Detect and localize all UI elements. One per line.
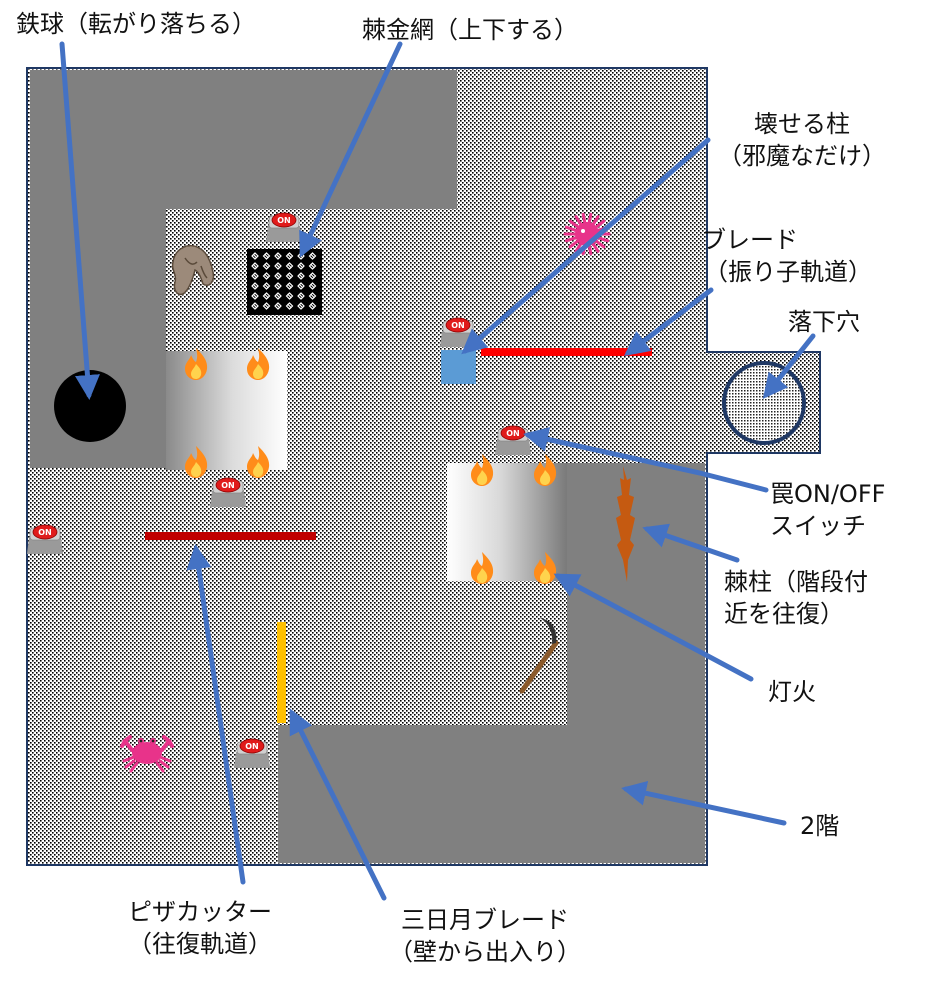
claw-icon: [171, 244, 215, 296]
label-iron-ball: 鉄球（転がり落ちる）: [16, 10, 256, 38]
arrow-torch: [553, 573, 754, 682]
second-floor-area: [278, 463, 705, 863]
on-switch-icon: ON: [209, 477, 247, 508]
scythe-icon: [519, 618, 559, 694]
svg-text:ON: ON: [277, 216, 291, 225]
arrow-spike-net: [299, 41, 403, 258]
arrow-switch: [523, 427, 769, 493]
pizza-cutter: [145, 532, 316, 540]
on-switch-icon: ON: [439, 317, 477, 348]
arrow-iron-ball: [59, 41, 100, 400]
breakable-pillar: [441, 350, 476, 384]
svg-text:ON: ON: [245, 742, 259, 751]
label-torch: 灯火: [768, 678, 816, 706]
label-second-floor: 2階: [800, 812, 840, 840]
pit: [722, 361, 806, 445]
second-floor-area: [30, 70, 457, 468]
on-switch-icon: ON: [233, 738, 271, 769]
arrow-blade: [624, 287, 714, 357]
pendulum-blade: [481, 348, 652, 356]
arrow-spike-pillar: [642, 523, 740, 563]
on-switch-icon: ON: [494, 425, 532, 456]
label-breakable-pillar: 壊せる柱 （邪魔なだけ）: [718, 110, 886, 170]
arrow-breakable-pillar: [461, 137, 711, 355]
svg-text:ON: ON: [38, 528, 52, 537]
label-crescent-blade: 三日月ブレード （壁から出入り）: [389, 906, 581, 966]
label-trap-switch: 罠ON/OFF スイッチ: [770, 480, 886, 540]
svg-text:ON: ON: [221, 481, 235, 490]
iron-ball: [54, 370, 126, 442]
label-pit: 落下穴: [788, 308, 860, 336]
spike-pillar: [616, 466, 635, 582]
svg-text:ON: ON: [506, 429, 520, 438]
svg-text:ON: ON: [451, 321, 465, 330]
crescent-blade: [277, 622, 286, 723]
arrow-pizza-cutter: [186, 544, 246, 885]
label-blade: ブレード （振り子軌道）: [702, 226, 872, 286]
on-switch-icon: ON: [26, 524, 64, 555]
arrow-pit: [762, 333, 816, 399]
on-switch-icon: ON: [265, 212, 303, 243]
label-spike-pillar: 棘柱（階段付 近を往復）: [724, 568, 868, 628]
spike-net: [247, 249, 322, 315]
arrow-crescent-blade: [289, 708, 387, 901]
arrow-second-floor: [621, 780, 787, 826]
label-spike-net: 棘金網（上下する）: [362, 16, 578, 44]
label-pizza-cutter: ピザカッター （往復軌道）: [128, 898, 272, 958]
